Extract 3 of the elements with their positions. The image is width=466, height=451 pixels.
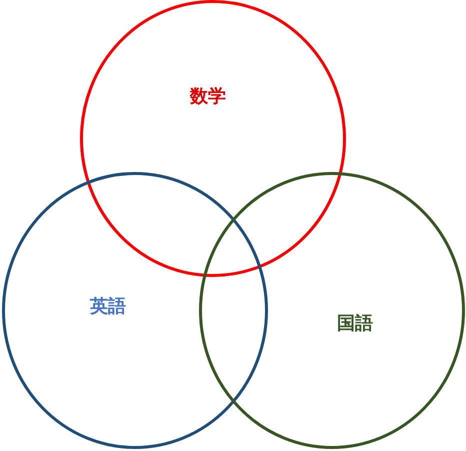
circle-label: 数学 <box>190 85 226 108</box>
circle-label: 国語 <box>337 312 373 335</box>
circle-label: 英語 <box>90 295 126 318</box>
